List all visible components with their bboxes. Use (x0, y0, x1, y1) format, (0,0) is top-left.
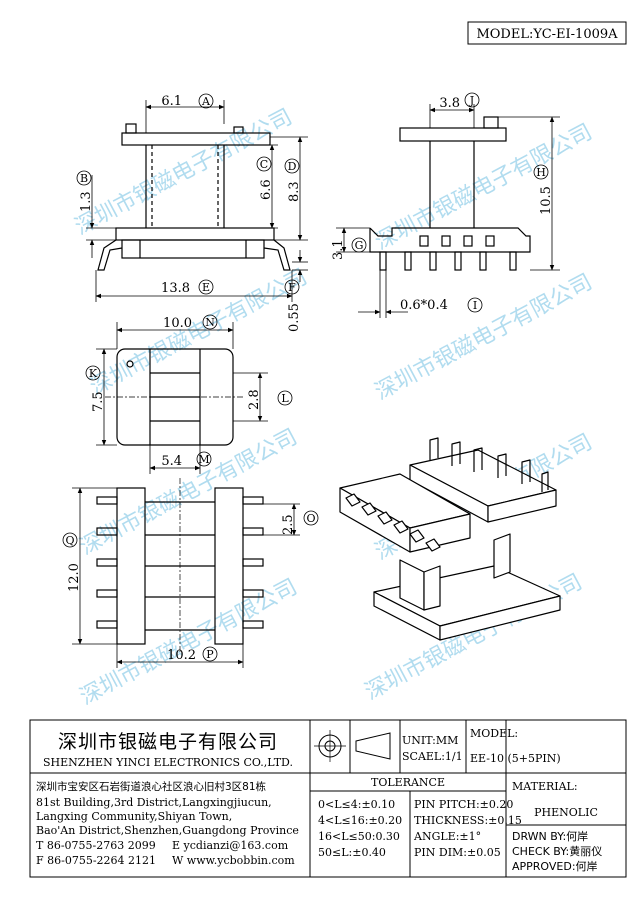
svg-text:2.5: 2.5 (281, 514, 296, 535)
svg-text:M: M (198, 453, 209, 466)
svg-text:0.6*0.4: 0.6*0.4 (400, 298, 448, 313)
isometric-view (339, 437, 561, 641)
dim-K: 7.5 K (85, 348, 117, 446)
dim-B: 1.3 B (76, 170, 116, 258)
dim-P: 10.2 P (116, 644, 244, 668)
svg-text:K: K (89, 367, 98, 380)
svg-text:B: B (80, 172, 88, 185)
svg-text:6.1: 6.1 (161, 94, 182, 109)
svg-text:10.0: 10.0 (163, 316, 192, 331)
dim-H: 10.5 H (498, 116, 560, 271)
svg-text:13.8: 13.8 (161, 281, 190, 296)
svg-text:12.0: 12.0 (67, 563, 82, 592)
bottom-view (96, 478, 264, 654)
svg-text:10.5: 10.5 (539, 186, 554, 215)
dim-E: 13.8 E (95, 270, 293, 302)
top-view (105, 348, 245, 446)
svg-text:I: I (473, 299, 477, 312)
fax: F 86-0755-2264 2121 (36, 854, 156, 867)
svg-text:5.4: 5.4 (161, 454, 182, 469)
side-view (369, 116, 531, 271)
watermark-4: 深圳市银磁电子有限公司 (371, 270, 596, 406)
pin-spec-4: PIN DIM:±0.05 (414, 846, 501, 859)
model-label: MODEL:YC-EI-1009A (467, 21, 627, 45)
svg-text:Q: Q (65, 534, 74, 547)
dim-F: 0.55 F (284, 250, 308, 332)
watermark-2: 深圳市银磁电子有限公司 (371, 120, 596, 256)
tolerance-2: 4<L≤16:±0.20 (318, 814, 402, 827)
title-block (29, 719, 627, 878)
svg-text:H: H (536, 166, 546, 179)
pin-spec-2: THICKNESS:±0.15 (414, 814, 522, 827)
svg-text:6.6: 6.6 (259, 179, 274, 200)
material-value: PHENOLIC (534, 806, 598, 819)
svg-text:1.3: 1.3 (79, 191, 94, 212)
address-en-2: Langxing Community,Shiyan Town, (36, 810, 232, 823)
tolerance-1: 0<L≤4:±0.10 (318, 798, 395, 811)
svg-text:J: J (469, 94, 474, 107)
company-en: SHENZHEN YINCI ELECTRONICS CO.,LTD. (43, 756, 293, 769)
tolerance-title: TOLERANCE (371, 776, 445, 789)
tel: T 86-0755-2763 2099 (36, 839, 156, 852)
dim-Q: 12.0 Q (62, 487, 117, 645)
svg-text:MODEL:YC-EI-1009A: MODEL:YC-EI-1009A (476, 27, 618, 42)
dim-I: 0.6*0.4 I (358, 270, 483, 318)
watermark-3: 深圳市银磁电子有限公司 (86, 265, 311, 401)
svg-text:7.5: 7.5 (91, 391, 106, 412)
model-title: MODEL: (470, 727, 518, 740)
svg-text:F: F (288, 281, 296, 294)
material-title: MATERIAL: (512, 780, 578, 793)
approved-by: APPROVED:何岸 (512, 860, 598, 873)
svg-text:3.1: 3.1 (331, 239, 346, 260)
svg-text:A: A (201, 95, 211, 108)
address-en-3: Bao'An District,Shenzhen,Guangdong Provi… (36, 824, 299, 837)
svg-text:E: E (202, 281, 210, 294)
front-view (97, 123, 291, 271)
svg-text:10.2: 10.2 (167, 648, 196, 663)
dim-O: 2.5 O (263, 503, 319, 536)
tolerance-3: 16<L≤50:0.30 (318, 830, 400, 843)
dim-G: 3.1 G (331, 227, 370, 260)
address-cn: 深圳市宝安区石岩街道浪心社区浪心旧村3区81栋 (36, 780, 267, 793)
dim-D: 8.3 D (270, 136, 308, 241)
dim-N: 10.0 N (116, 314, 234, 349)
dim-A: 6.1 A (145, 93, 225, 133)
watermark-1: 深圳市银磁电子有限公司 (71, 105, 296, 241)
pin-spec-1: PIN PITCH:±0.20 (414, 798, 513, 811)
projection-symbol-icon (314, 730, 391, 762)
scale: SCAEL:1/1 (402, 750, 463, 763)
svg-text:8.3: 8.3 (287, 181, 302, 202)
company-cn: 深圳市银磁电子有限公司 (58, 731, 278, 753)
unit: UNIT:MM (402, 734, 458, 747)
svg-text:L: L (281, 392, 289, 405)
svg-text:D: D (288, 160, 297, 173)
watermark-7: 深圳市银磁电子有限公司 (76, 575, 301, 711)
pin-spec-3: ANGLE:±1° (413, 830, 481, 843)
dim-C: 6.6 C (243, 144, 278, 229)
dim-L: 2.8 L (233, 372, 293, 422)
email: E ycdianzi@163.com (172, 839, 289, 852)
svg-text:2.8: 2.8 (247, 389, 262, 410)
svg-text:G: G (355, 239, 364, 252)
svg-text:O: O (306, 512, 315, 525)
model-value: EE-10 (5+5PIN) (470, 752, 561, 765)
svg-text:P: P (206, 648, 214, 661)
drawn-by: DRWN BY:何岸 (512, 830, 588, 843)
svg-text:3.8: 3.8 (439, 96, 460, 111)
svg-text:N: N (205, 316, 215, 329)
tolerance-4: 50≤L:±0.40 (318, 846, 386, 859)
address-en-1: 81st Building,3rd District,Langxingjiucu… (36, 796, 272, 809)
dim-J: 3.8 J (429, 92, 480, 128)
dim-M: 5.4 M (149, 445, 212, 474)
svg-text:0.55: 0.55 (287, 303, 302, 332)
title-block-text: 深圳市银磁电子有限公司 SHENZHEN YINCI ELECTRONICS C… (36, 727, 602, 873)
svg-text:C: C (260, 158, 268, 171)
check-by: CHECK BY:黄丽仪 (512, 844, 602, 858)
web: W www.ycbobbin.com (172, 854, 295, 867)
